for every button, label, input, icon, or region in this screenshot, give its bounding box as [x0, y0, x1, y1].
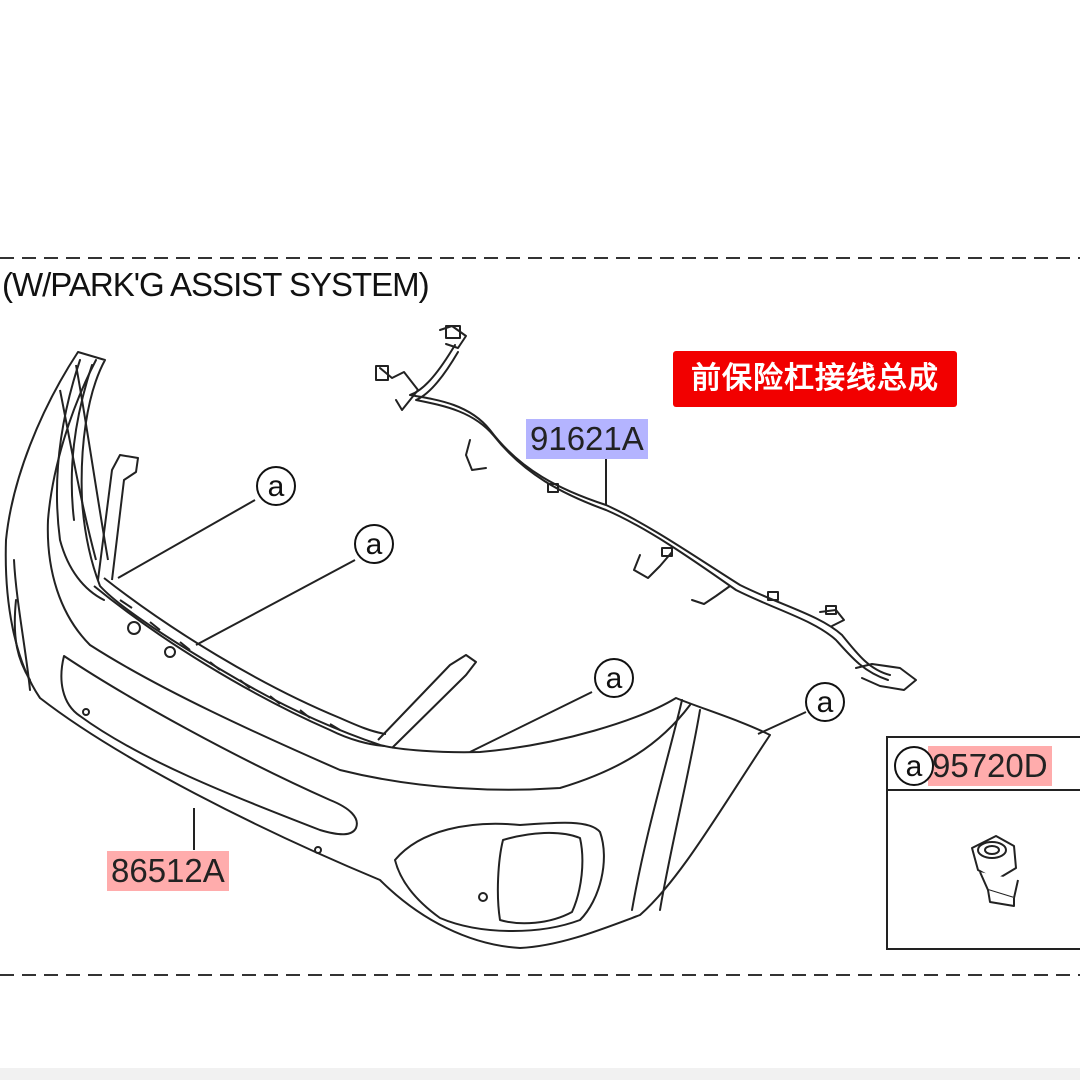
callout-a-icon: a: [594, 658, 634, 698]
wiring-harness-drawing: [375, 325, 917, 691]
bottom-strip: [0, 1068, 1080, 1080]
part-number-bumper[interactable]: 86512A: [107, 851, 229, 891]
chinese-part-label: 前保险杠接线总成: [673, 351, 957, 407]
diagram-heading: (W/PARK'G ASSIST SYSTEM): [2, 266, 430, 303]
callout-a-icon: a: [805, 682, 845, 722]
part-number-wiring[interactable]: 91621A: [526, 419, 648, 459]
callout-a-icon: a: [354, 524, 394, 564]
callout-a-icon: a: [256, 466, 296, 506]
callout-a-icon: a: [894, 746, 934, 786]
leader-lines: [117, 450, 807, 850]
parking-sensor-icon: [971, 835, 1019, 907]
bracket-drawing: [59, 364, 477, 749]
bumper-cover-drawing: [4, 351, 771, 949]
part-number-sensor[interactable]: 95720D: [928, 746, 1052, 786]
sensor-inset-box: [886, 736, 1080, 950]
